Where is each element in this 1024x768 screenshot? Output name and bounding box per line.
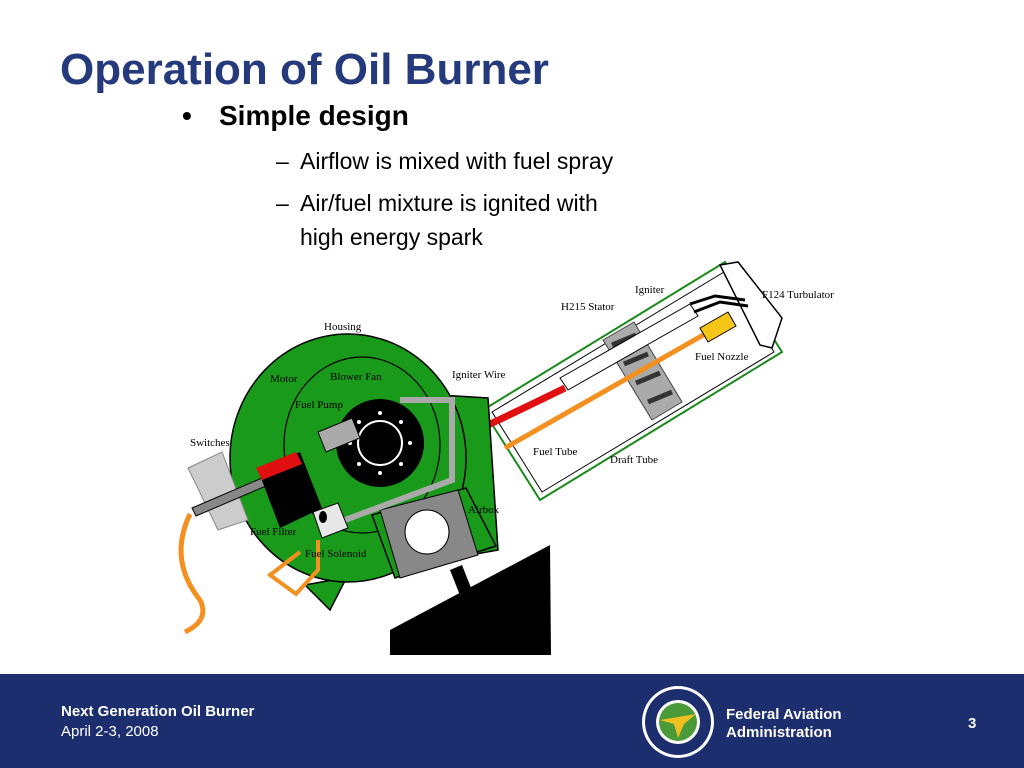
label-igniter-wire: Igniter Wire [452, 369, 506, 381]
slide-title: Operation of Oil Burner [60, 45, 549, 94]
label-igniter: Igniter [635, 284, 665, 296]
sub-bullet-text: Air/fuel mixture is ignited with high en… [300, 190, 598, 250]
label-motor: Motor [270, 373, 298, 385]
label-fuel-solenoid: Fuel Solenoid [305, 548, 367, 560]
footer-bar: Next Generation Oil Burner April 2-3, 20… [0, 674, 1024, 768]
stand-post [450, 565, 475, 603]
fuel-tube [503, 327, 714, 451]
label-housing: Housing [324, 321, 362, 333]
sub-bullet-list: – Airflow is mixed with fuel spray – Air… [219, 144, 613, 254]
bullet-item: • Simple design – Airflow is mixed with … [182, 98, 613, 254]
blower-housing-inner [283, 356, 441, 534]
page-number: 3 [968, 715, 977, 732]
agency-line2: Administration [726, 724, 832, 741]
burner-stand [390, 545, 551, 655]
dash-icon: – [276, 190, 289, 216]
airbox-opening [404, 509, 450, 555]
blower-fan-hub [357, 420, 403, 466]
air-duct [343, 397, 455, 523]
sub-bullet-item: – Airflow is mixed with fuel spray [219, 144, 620, 178]
agency-name: Federal Aviation Administration [726, 706, 842, 742]
footer-title: Next Generation Oil Burner [61, 703, 255, 720]
solenoid-port [319, 511, 327, 523]
fuel-pump [317, 417, 361, 453]
footer-date: April 2-3, 2008 [61, 723, 159, 740]
fuel-nozzle [699, 311, 737, 343]
oil-burner-diagram: Housing Motor Blower Fan Fuel Pump Switc… [178, 260, 834, 655]
bullet-list: • Simple design – Airflow is mixed with … [182, 98, 613, 262]
turbulator [718, 261, 783, 349]
bullet-text: Simple design [219, 100, 409, 131]
dash-icon: – [276, 148, 289, 174]
igniter [559, 303, 699, 391]
label-fuel-pump: Fuel Pump [295, 399, 343, 411]
fuel-inlet-line [178, 512, 206, 635]
igniter-leads [689, 294, 749, 314]
bullet-dot-icon: • [182, 100, 192, 131]
sub-bullet-item: – Air/fuel mixture is ignited with high … [219, 186, 620, 254]
fuel-return-line [266, 540, 320, 597]
label-airbox: Airbox [468, 504, 500, 516]
label-draft-tube: Draft Tube [610, 454, 658, 466]
agency-line1: Federal Aviation [726, 706, 842, 723]
label-f124-turbulator: F124 Turbulator [762, 289, 834, 301]
faa-seal-icon [642, 686, 714, 758]
label-switches: Switches [190, 437, 230, 449]
label-h215-stator: H215 Stator [561, 301, 615, 313]
label-fuel-tube: Fuel Tube [533, 446, 577, 458]
fuel-filter-cap [256, 452, 302, 480]
label-fuel-filter: Fuel Filter [250, 526, 296, 538]
igniter-wire [486, 384, 567, 429]
sub-bullet-text: Airflow is mixed with fuel spray [300, 148, 614, 174]
label-fuel-nozzle: Fuel Nozzle [695, 351, 749, 363]
label-blower-fan: Blower Fan [330, 371, 382, 383]
